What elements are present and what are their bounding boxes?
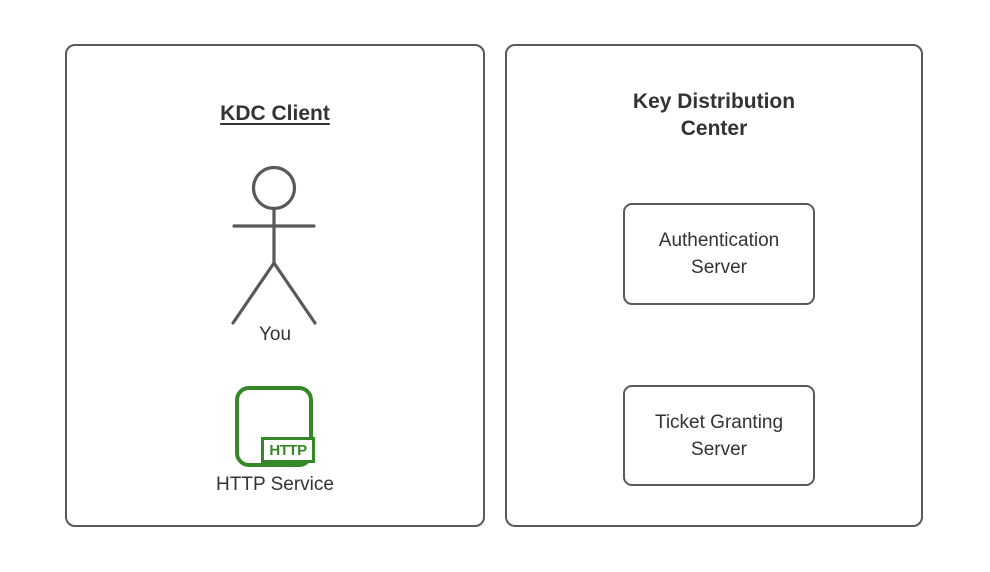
http-badge: HTTP xyxy=(261,437,315,463)
ticket-granting-server-label: Ticket Granting Server xyxy=(654,411,784,460)
actor-icon xyxy=(231,165,317,325)
authentication-server-label: Authentication Server xyxy=(658,230,780,278)
actor-left-leg xyxy=(231,261,276,325)
ticket-granting-server-box: Ticket Granting Server xyxy=(623,385,815,486)
key-distribution-center-panel: Key Distribution Center Authentication S… xyxy=(505,44,923,527)
actor-head xyxy=(251,165,297,211)
key-distribution-center-title-text: Key Distribution Center xyxy=(632,90,796,140)
actor-label: You xyxy=(258,324,292,345)
kdc-client-title: KDC Client xyxy=(220,102,330,125)
http-badge-label: HTTP xyxy=(269,441,307,459)
http-service-label: HTTP Service xyxy=(216,474,334,495)
http-service-icon: HTTP xyxy=(235,386,319,470)
actor-right-leg xyxy=(272,261,317,325)
authentication-server-box: Authentication Server xyxy=(623,203,815,305)
kdc-client-panel: KDC Client You HTTP HTTP Service xyxy=(65,44,485,527)
key-distribution-center-title: Key Distribution Center xyxy=(507,88,921,142)
